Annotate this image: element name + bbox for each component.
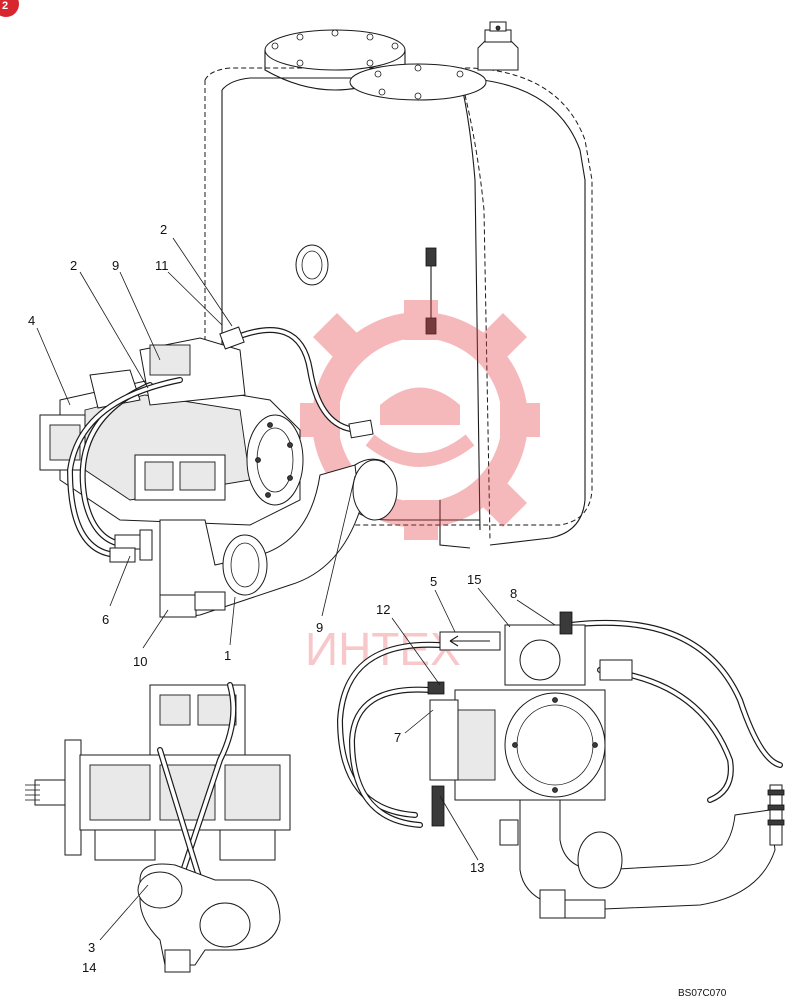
main-pump-assembly xyxy=(39,326,398,618)
callout-11: 11 xyxy=(155,258,169,273)
callout-15: 15 xyxy=(467,572,481,587)
callout-8: 8 xyxy=(510,586,517,601)
callout-10: 10 xyxy=(133,654,147,669)
callout-3: 3 xyxy=(88,940,95,955)
callout-7: 7 xyxy=(394,730,401,745)
page-badge-label: 2 xyxy=(2,0,8,12)
callout-6: 6 xyxy=(102,612,109,627)
callout-12: 12 xyxy=(376,602,390,617)
callout-1: 1 xyxy=(224,648,231,663)
callout-13: 13 xyxy=(470,860,484,875)
callout-9-upper: 9 xyxy=(112,258,119,273)
callout-4: 4 xyxy=(28,313,35,328)
callout-2-upper: 2 xyxy=(160,222,167,237)
callout-14: 14 xyxy=(82,960,96,975)
front-view-pump xyxy=(25,682,291,973)
callout-numbers: 2 2 9 11 4 6 10 1 9 5 15 8 12 7 13 3 14 xyxy=(28,222,517,975)
callout-5: 5 xyxy=(430,574,437,589)
callout-9-lower: 9 xyxy=(316,620,323,635)
leader-lines xyxy=(36,237,556,941)
drawing-code: BS07C070 xyxy=(678,988,727,999)
side-view-pump xyxy=(336,611,785,919)
hydraulic-tank xyxy=(204,21,593,549)
page-badge: 2 xyxy=(0,0,19,17)
watermark-text: ИНТЕХ xyxy=(305,623,461,675)
callout-2-left: 2 xyxy=(70,258,77,273)
